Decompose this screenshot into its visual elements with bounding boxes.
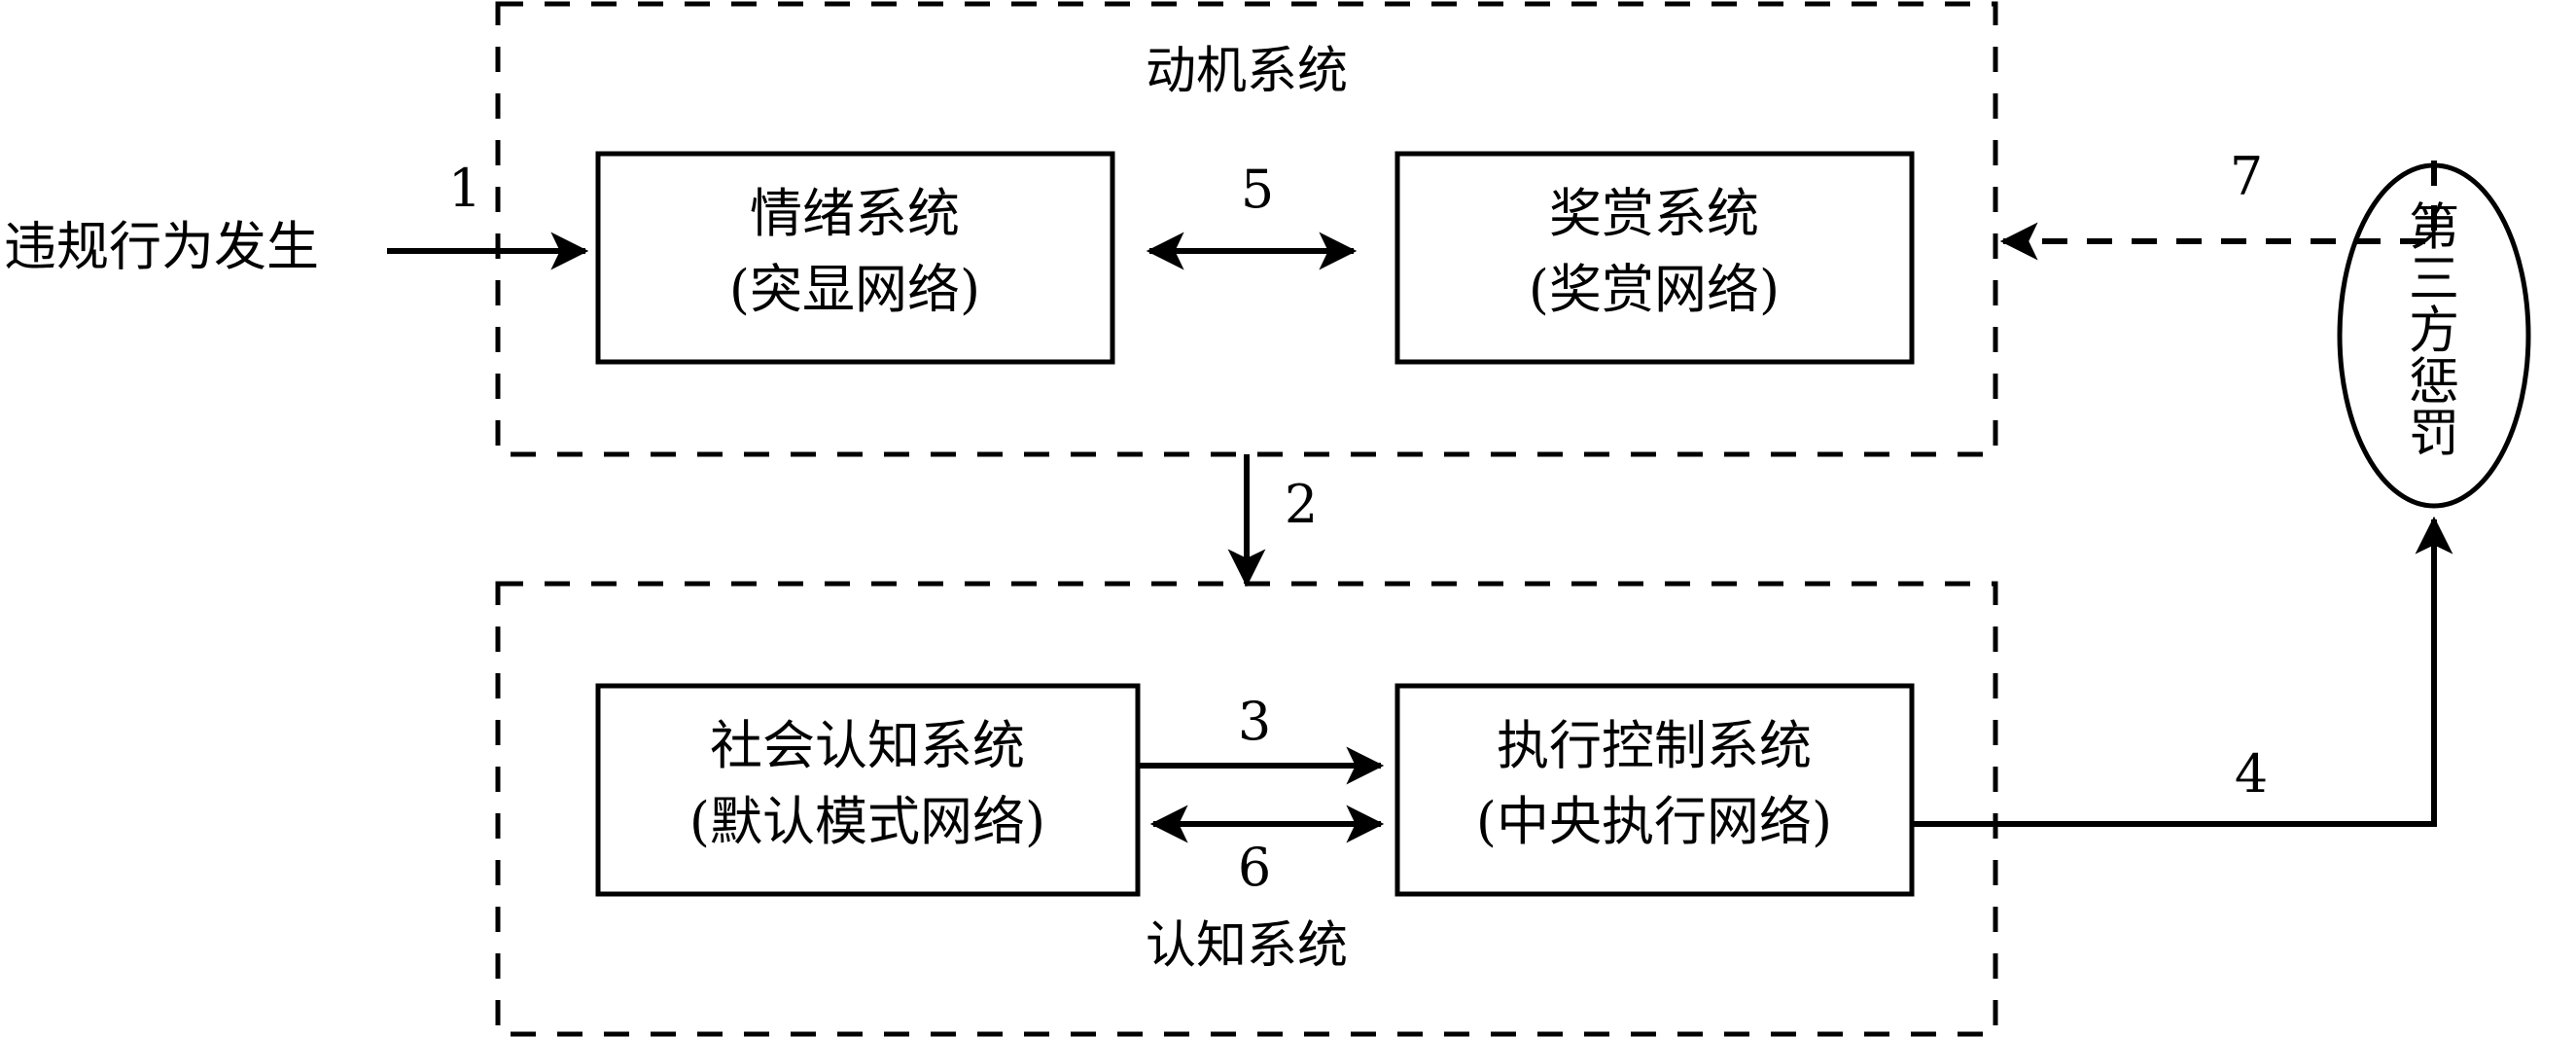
executive-control-system-label-line2: (中央执行网络) bbox=[1476, 791, 1832, 852]
node-reward-system[interactable]: 奖赏系统 (奖赏网络) bbox=[1394, 151, 1915, 365]
node-social-cognition-system[interactable]: 社会认知系统 (默认模式网络) bbox=[595, 683, 1141, 897]
edge-3-number: 3 bbox=[1238, 691, 1271, 752]
reward-system-label-line1: 奖赏系统 bbox=[1549, 183, 1759, 244]
edge-3-socialcog-to-exec: 3 bbox=[1140, 691, 1385, 785]
emotion-system-box[interactable] bbox=[595, 151, 1115, 365]
motivation-group-title: 动机系统 bbox=[1146, 43, 1348, 101]
node-emotion-system[interactable]: 情绪系统 (突显网络) bbox=[595, 151, 1115, 365]
reward-system-box[interactable] bbox=[1394, 151, 1915, 365]
social-cognition-system-label-line2: (默认模式网络) bbox=[689, 791, 1045, 852]
social-cognition-system-label-line1: 社会认知系统 bbox=[710, 715, 1025, 776]
third-party-punishment-char-1: 三 bbox=[2409, 251, 2459, 309]
edge-6-number: 6 bbox=[1238, 837, 1271, 898]
executive-control-system-box[interactable] bbox=[1394, 683, 1915, 897]
social-cognition-system-box[interactable] bbox=[595, 683, 1141, 897]
edge-1-input-to-emotion: 1 bbox=[387, 158, 589, 270]
external-input-label: 违规行为发生 bbox=[4, 216, 319, 277]
executive-control-system-label-line1: 执行控制系统 bbox=[1497, 715, 1812, 776]
motivation-group-border bbox=[495, 1, 1998, 457]
third-party-punishment-char-4: 罚 bbox=[2409, 406, 2459, 464]
emotion-system-label-line1: 情绪系统 bbox=[750, 183, 960, 244]
edge-2-number: 2 bbox=[1285, 474, 1318, 535]
cognition-group-title: 认知系统 bbox=[1146, 917, 1348, 976]
emotion-system-label-line2: (突显网络) bbox=[729, 259, 980, 320]
group-motivation-system: 动机系统 bbox=[495, 1, 1998, 457]
edge-4-number: 4 bbox=[2235, 743, 2268, 805]
edge-1-number: 1 bbox=[448, 158, 481, 219]
edge-4-exec-to-punishment: 4 bbox=[1912, 516, 2453, 827]
third-party-punishment-char-3: 惩 bbox=[2409, 354, 2459, 412]
edge-6-socialcog-exec: 6 bbox=[1149, 805, 1385, 898]
edge-7-line bbox=[1999, 161, 2437, 261]
edge-7-punishment-to-motivation: 7 bbox=[1999, 146, 2437, 261]
edge-5-number: 5 bbox=[1241, 159, 1274, 220]
edge-4-line bbox=[1912, 516, 2453, 827]
edge-5-emotion-reward: 5 bbox=[1146, 159, 1358, 270]
third-party-punishment-char-2: 方 bbox=[2409, 303, 2459, 361]
node-executive-control-system[interactable]: 执行控制系统 (中央执行网络) bbox=[1394, 683, 1915, 897]
edge-2-motivation-to-cognition: 2 bbox=[1227, 454, 1318, 588]
reward-system-label-line2: (奖赏网络) bbox=[1529, 259, 1780, 320]
edge-7-number: 7 bbox=[2230, 146, 2263, 207]
